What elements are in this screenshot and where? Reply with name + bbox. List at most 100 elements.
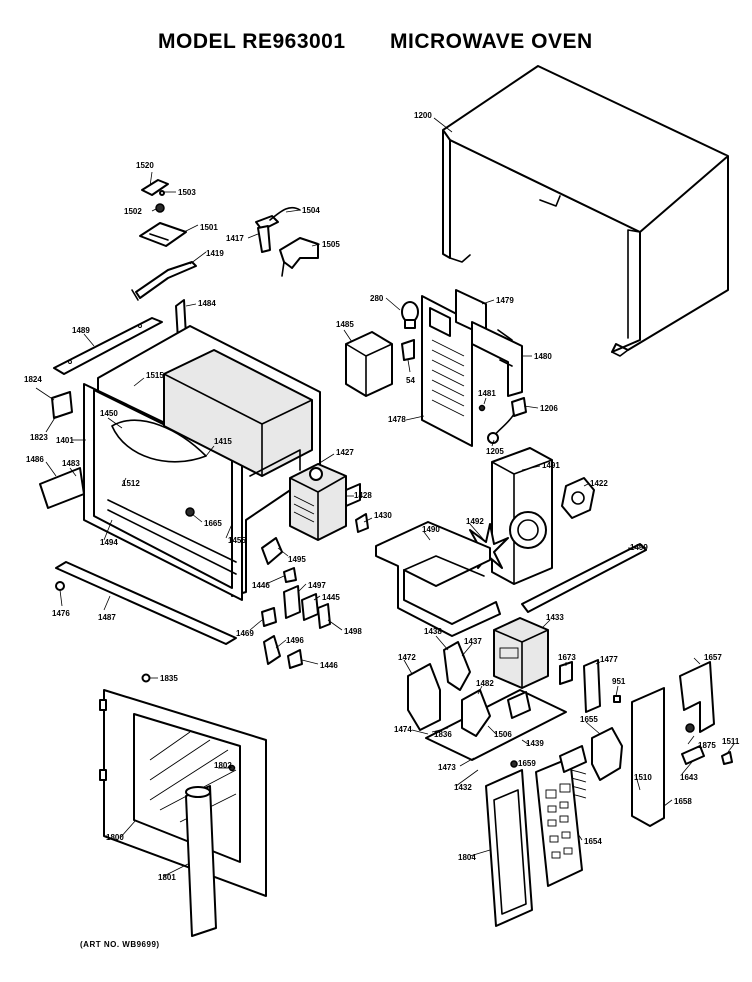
callout-1823: 1823 xyxy=(30,433,48,442)
callout-1483: 1483 xyxy=(62,459,80,468)
callout-1439: 1439 xyxy=(526,739,544,748)
callout-1490: 1490 xyxy=(422,525,440,534)
callout-1505: 1505 xyxy=(322,240,340,249)
callout-1455: 1455 xyxy=(228,536,246,545)
callout-1415: 1415 xyxy=(214,437,232,446)
callout-1511: 1511 xyxy=(722,737,740,746)
callout-1486: 1486 xyxy=(26,455,44,464)
callout-1497: 1497 xyxy=(308,581,326,590)
oven-cavity-part xyxy=(39,325,321,601)
callout-1496: 1496 xyxy=(286,636,304,645)
callout-1515: 1515 xyxy=(146,371,164,380)
callout-1480: 1480 xyxy=(534,352,552,361)
callout-1432: 1432 xyxy=(454,783,472,792)
callout-1804: 1804 xyxy=(458,853,476,862)
callout-1495: 1495 xyxy=(288,555,306,564)
callout-1401: 1401 xyxy=(56,436,74,445)
callout-1520: 1520 xyxy=(136,161,154,170)
callout-1499: 1499 xyxy=(630,543,648,552)
callout-1200: 1200 xyxy=(414,111,432,120)
callout-1512: 1512 xyxy=(122,479,140,488)
keypad-board-part xyxy=(535,745,587,887)
fan-assembly-part xyxy=(469,447,595,585)
magnetron-part xyxy=(289,463,369,541)
callout-1836: 1836 xyxy=(434,730,452,739)
callout-1419: 1419 xyxy=(206,249,224,258)
callout-1502: 1502 xyxy=(124,207,142,216)
callout-1481: 1481 xyxy=(478,389,496,398)
callout-1491: 1491 xyxy=(542,461,560,470)
lamp-parts xyxy=(345,301,419,397)
callout-1474: 1474 xyxy=(394,725,412,734)
callout-1476: 1476 xyxy=(52,609,70,618)
base-channel-part xyxy=(375,521,647,637)
callout-1422: 1422 xyxy=(590,479,608,488)
callout-1835: 1835 xyxy=(160,674,178,683)
model-title: MODEL RE963001 xyxy=(158,30,346,53)
callout-1446-upper: 1446 xyxy=(252,581,270,590)
vent-panel-part xyxy=(421,289,523,447)
callout-54: 54 xyxy=(406,376,415,385)
callout-1487: 1487 xyxy=(98,613,116,622)
interlock-switch-parts xyxy=(261,537,331,669)
control-panel-cover-part xyxy=(485,760,533,927)
callout-1659: 1659 xyxy=(518,759,536,768)
callout-1472: 1472 xyxy=(398,653,416,662)
callout-1469: 1469 xyxy=(236,629,254,638)
callout-1437: 1437 xyxy=(464,637,482,646)
callout-leader-lines xyxy=(35,117,735,877)
callout-1417: 1417 xyxy=(226,234,244,243)
transformer-part xyxy=(493,617,549,689)
front-trim-strip-part xyxy=(55,561,237,645)
callout-1205: 1205 xyxy=(486,447,504,456)
callout-1510: 1510 xyxy=(634,773,652,782)
door-assembly-part xyxy=(99,673,267,937)
callout-1506: 1506 xyxy=(494,730,512,739)
art-number: (ART NO. WB9699) xyxy=(80,940,160,949)
control-bracket-parts xyxy=(547,661,733,827)
callout-1494: 1494 xyxy=(100,538,118,547)
callout-1504: 1504 xyxy=(302,206,320,215)
callout-1450: 1450 xyxy=(100,409,118,418)
callout-1501: 1501 xyxy=(200,223,218,232)
control-base-plate-part xyxy=(407,641,621,761)
callout-1477: 1477 xyxy=(600,655,618,664)
callout-labels: 1200 1520 1503 1502 1501 1504 1417 1505 … xyxy=(24,111,740,882)
callout-1673: 1673 xyxy=(558,653,576,662)
callout-1492: 1492 xyxy=(466,517,484,526)
callout-1479: 1479 xyxy=(496,296,514,305)
callout-1485: 1485 xyxy=(336,320,354,329)
callout-1473: 1473 xyxy=(438,763,456,772)
callout-1482: 1482 xyxy=(476,679,494,688)
outer-cabinet-part xyxy=(442,65,729,357)
callout-1427: 1427 xyxy=(336,448,354,457)
callout-1643: 1643 xyxy=(680,773,698,782)
callout-1433: 1433 xyxy=(546,613,564,622)
top-bracket-parts xyxy=(131,179,197,301)
callout-1478: 1478 xyxy=(388,415,406,424)
callout-951: 951 xyxy=(612,677,626,686)
callout-1658: 1658 xyxy=(674,797,692,806)
callout-1484: 1484 xyxy=(198,299,216,308)
thermal-cutout-parts xyxy=(255,206,319,277)
callout-1489: 1489 xyxy=(72,326,90,335)
callout-1654: 1654 xyxy=(584,837,602,846)
callout-280: 280 xyxy=(370,294,384,303)
callout-1446-lower: 1446 xyxy=(320,661,338,670)
callout-1802: 1802 xyxy=(214,761,232,770)
callout-1428: 1428 xyxy=(354,491,372,500)
callout-1655: 1655 xyxy=(580,715,598,724)
callout-1824: 1824 xyxy=(24,375,42,384)
small-fastener-parts xyxy=(478,397,527,444)
callout-1800: 1800 xyxy=(106,833,124,842)
callout-1801: 1801 xyxy=(158,873,176,882)
callout-1498: 1498 xyxy=(344,627,362,636)
callout-1430: 1430 xyxy=(374,511,392,520)
callout-1445: 1445 xyxy=(322,593,340,602)
callout-1206: 1206 xyxy=(540,404,558,413)
callout-1875: 1875 xyxy=(698,741,716,750)
callout-1438: 1438 xyxy=(424,627,442,636)
callout-1665: 1665 xyxy=(204,519,222,528)
callout-1657: 1657 xyxy=(704,653,722,662)
